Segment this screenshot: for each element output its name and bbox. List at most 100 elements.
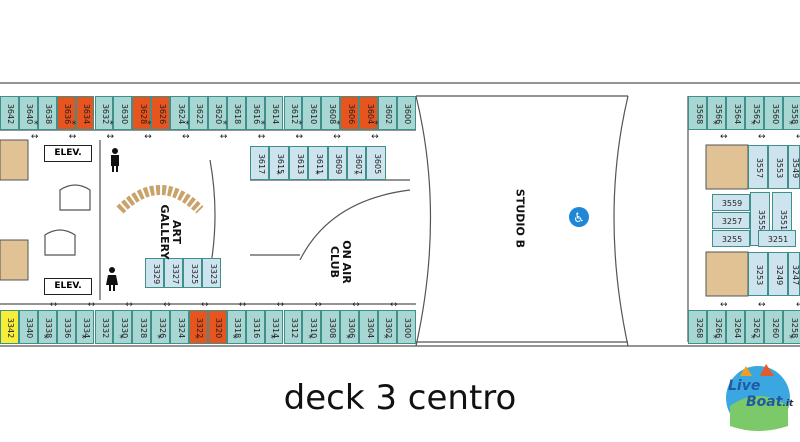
cabin-3557[interactable]: 3557 (748, 145, 768, 189)
cabin-3258[interactable]: 3258 (783, 310, 800, 344)
cabin-3260[interactable]: 3260 (764, 310, 783, 344)
cabin-3255[interactable]: 3255 (712, 230, 750, 247)
logo-text-boat-wrap: Boat.it (746, 394, 793, 410)
cabin-3562[interactable]: 3562 (745, 96, 764, 130)
cabin-3602[interactable]: 3602 (378, 96, 397, 130)
cabin-3626[interactable]: 3626 (151, 96, 171, 130)
cabin-number: 3327 (170, 263, 180, 285)
connecting-arrow: ↔ (238, 300, 247, 310)
cabin-3608[interactable]: 3608 (321, 96, 341, 130)
cabin-3606[interactable]: 3606 (340, 96, 360, 130)
cabin-3605[interactable]: 3605 (366, 146, 386, 180)
cabin-3618[interactable]: 3618 (226, 96, 246, 130)
connecting-arrow: ↔ (333, 132, 341, 142)
cabin-3613[interactable]: 3613 (288, 146, 309, 180)
cabin-3336[interactable]: 3336 (56, 310, 76, 344)
cabin-3622[interactable]: 3622 (189, 96, 208, 130)
cabin-number: 3620 (214, 103, 224, 125)
cabin-number: 3323 (208, 263, 218, 285)
cabin-3326[interactable]: 3326 (151, 310, 171, 344)
cabin-3325[interactable]: 3325 (183, 258, 202, 288)
male-restroom-icon (111, 148, 119, 172)
cabin-3338[interactable]: 3338 (37, 310, 57, 344)
stairs (0, 139, 749, 297)
cabin-3310[interactable]: 3310 (302, 310, 322, 344)
cabin-3323[interactable]: 3323 (202, 258, 221, 288)
cabin-3638[interactable]: 3638 (37, 96, 57, 130)
cabin-number: 3609 (334, 153, 344, 175)
cabin-3614[interactable]: 3614 (264, 96, 284, 130)
cabin-3632[interactable]: 3632 (94, 96, 114, 130)
cabin-3318[interactable]: 3318 (226, 310, 246, 344)
cabin-3247[interactable]: 3247 (788, 252, 800, 296)
cabin-3302[interactable]: 3302 (378, 310, 397, 344)
cabin-3334[interactable]: 3334 (75, 310, 95, 344)
cabin-3604[interactable]: 3604 (359, 96, 378, 130)
cabin-3642[interactable]: 3642 (0, 96, 19, 130)
accessible-marker: * (789, 120, 794, 130)
cabin-3558[interactable]: 3558 (783, 96, 800, 130)
cabin-3257[interactable]: 3257 (712, 212, 750, 229)
accessible-marker: * (336, 120, 341, 130)
cabin-3568[interactable]: 3568 (688, 96, 707, 130)
cabin-number: 3617 (256, 153, 266, 175)
accessible-marker: * (260, 120, 266, 130)
cabin-3327[interactable]: 3327 (164, 258, 183, 288)
accessible-marker: * (374, 120, 379, 130)
cabin-3566[interactable]: 3566 (707, 96, 726, 130)
cabin-3320[interactable]: 3320 (207, 310, 227, 344)
cabin-3611[interactable]: 3611 (308, 146, 328, 180)
cabin-3314[interactable]: 3314 (264, 310, 284, 344)
cabin-3549[interactable]: 3549 (788, 145, 800, 189)
cabin-3340[interactable]: 3340 (18, 310, 38, 344)
female-restroom-icon (106, 267, 118, 291)
cabin-3304[interactable]: 3304 (359, 310, 378, 344)
cabin-3322[interactable]: 3322 (189, 310, 208, 344)
cabin-3612[interactable]: 3612 (283, 96, 303, 130)
accessible-marker: * (195, 334, 200, 344)
cabin-3600[interactable]: 3600 (396, 96, 416, 130)
cabin-3607[interactable]: 3607 (347, 146, 367, 180)
cabin-3553[interactable]: 3553 (768, 145, 788, 189)
cabin-3329[interactable]: 3329 (145, 258, 164, 288)
accessible-marker: * (751, 120, 756, 130)
cabin-3249[interactable]: 3249 (768, 252, 788, 296)
cabin-3610[interactable]: 3610 (302, 96, 322, 130)
cabin-number: 3268 (694, 317, 704, 339)
cabin-3264[interactable]: 3264 (726, 310, 745, 344)
cabin-3617[interactable]: 3617 (250, 146, 270, 180)
cabin-3616[interactable]: 3616 (245, 96, 265, 130)
cabin-number: 3253 (755, 264, 764, 286)
cabin-3342[interactable]: 3342 (0, 310, 19, 344)
cabin-3609[interactable]: 3609 (327, 146, 347, 180)
cabin-3262[interactable]: 3262 (745, 310, 764, 344)
cabin-3306[interactable]: 3306 (340, 310, 360, 344)
cabin-3300[interactable]: 3300 (396, 310, 416, 344)
cabin-3640[interactable]: 3640 (18, 96, 38, 130)
cabin-3330[interactable]: 3330 (113, 310, 133, 344)
cabin-3560[interactable]: 3560 (764, 96, 783, 130)
cabin-3636[interactable]: 3636 (56, 96, 76, 130)
cabin-3624[interactable]: 3624 (170, 96, 189, 130)
cabin-3312[interactable]: 3312 (283, 310, 303, 344)
cabin-3615[interactable]: 3615 (269, 146, 289, 180)
cabin-number: 3624 (176, 103, 186, 125)
cabin-3620[interactable]: 3620 (207, 96, 227, 130)
cabin-number: 3247 (791, 264, 800, 286)
cabin-3564[interactable]: 3564 (726, 96, 745, 130)
cabin-3634[interactable]: 3634 (75, 96, 95, 130)
elevator-label-bottom: ELEV. (44, 278, 92, 295)
accessible-marker: * (33, 120, 39, 130)
cabin-3316[interactable]: 3316 (245, 310, 265, 344)
cabin-3328[interactable]: 3328 (132, 310, 152, 344)
cabin-3253[interactable]: 3253 (748, 252, 768, 296)
cabin-3332[interactable]: 3332 (94, 310, 114, 344)
cabin-3630[interactable]: 3630 (113, 96, 133, 130)
cabin-3266[interactable]: 3266 (707, 310, 726, 344)
cabin-3308[interactable]: 3308 (321, 310, 341, 344)
cabin-3268[interactable]: 3268 (688, 310, 707, 344)
cabin-3628[interactable]: 3628 (132, 96, 152, 130)
cabin-3559[interactable]: 3559 (712, 194, 750, 211)
cabin-3324[interactable]: 3324 (170, 310, 189, 344)
cabin-3251[interactable]: 3251 (758, 230, 796, 247)
